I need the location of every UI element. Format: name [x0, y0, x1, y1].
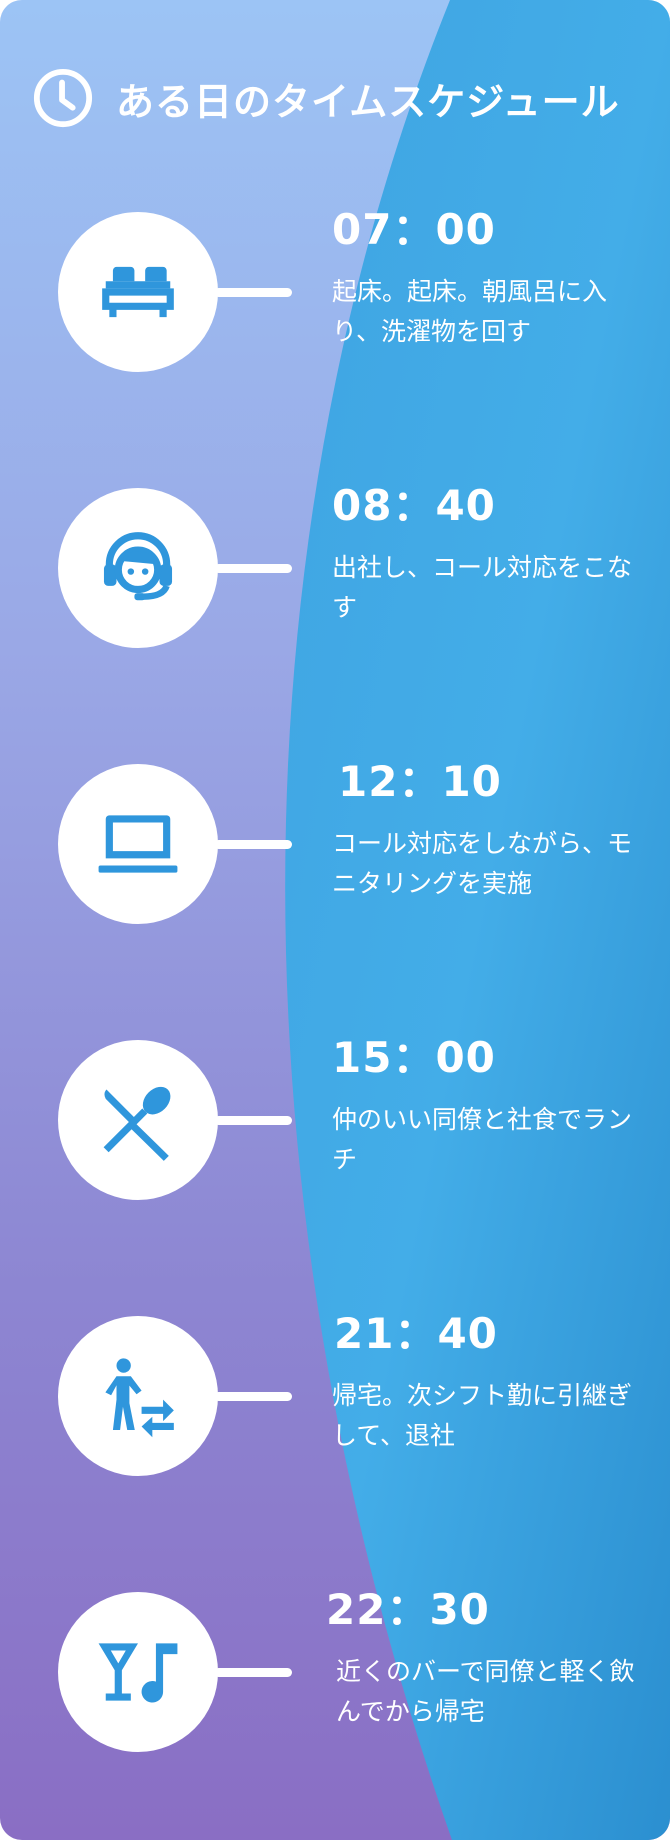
handover-leave-icon	[105, 1358, 174, 1438]
bar-music-icon	[98, 1643, 178, 1703]
schedule-description: 近くのバーで同僚と軽く飲んでから帰宅	[336, 1657, 635, 1726]
schedule-time: 15：00	[332, 1033, 496, 1082]
schedule-description: 仲のいい同僚と社食でランチ	[332, 1105, 633, 1174]
icon-circle	[58, 212, 218, 372]
bed-icon	[102, 266, 174, 318]
connector-line	[214, 840, 292, 849]
schedule-item: 15：00 仲のいい同僚と社食でランチ	[0, 1033, 670, 1210]
schedule-time: 22：30	[326, 1585, 490, 1634]
connector-line	[214, 1668, 292, 1677]
clock-icon	[33, 68, 93, 128]
icon-circle	[58, 1592, 218, 1752]
schedule-time: 12：10	[338, 757, 502, 806]
icon-circle	[58, 488, 218, 648]
laptop-icon	[98, 815, 178, 873]
icon-circle	[58, 1316, 218, 1476]
schedule-item: 12：10 コール対応をしながら、モニタリングを実施	[0, 757, 670, 934]
schedule-item: 22：30 近くのバーで同僚と軽く飲んでから帰宅	[0, 1585, 670, 1762]
connector-line	[214, 288, 292, 297]
icon-circle	[58, 1040, 218, 1200]
page-title: ある日のタイムスケジュール	[116, 79, 620, 124]
headset-operator-icon	[103, 532, 173, 601]
schedule-item: 21：40 帰宅。次シフト勤に引継ぎして、退社	[0, 1309, 670, 1486]
restaurant-icon	[103, 1086, 171, 1161]
icon-circle	[58, 764, 218, 924]
schedule-description: 出社し、コール対応をこなす	[332, 553, 633, 622]
schedule-time: 21：40	[334, 1309, 498, 1358]
schedule-item: 08：40 出社し、コール対応をこなす	[0, 481, 670, 658]
schedule-time: 07：00	[332, 205, 496, 254]
connector-line	[214, 564, 292, 573]
connector-line	[214, 1392, 292, 1401]
header: ある日のタイムスケジュール	[32, 66, 620, 130]
connector-line	[214, 1116, 292, 1125]
schedule-item: 07：00 起床。起床。朝風呂に入り、洗濯物を回す	[0, 205, 670, 382]
schedule-description: 帰宅。次シフト勤に引継ぎして、退社	[332, 1381, 633, 1450]
schedule-description: コール対応をしながら、モニタリングを実施	[332, 829, 633, 898]
schedule-time: 08：40	[332, 481, 496, 530]
schedule-description: 起床。起床。朝風呂に入り、洗濯物を回す	[332, 277, 608, 346]
